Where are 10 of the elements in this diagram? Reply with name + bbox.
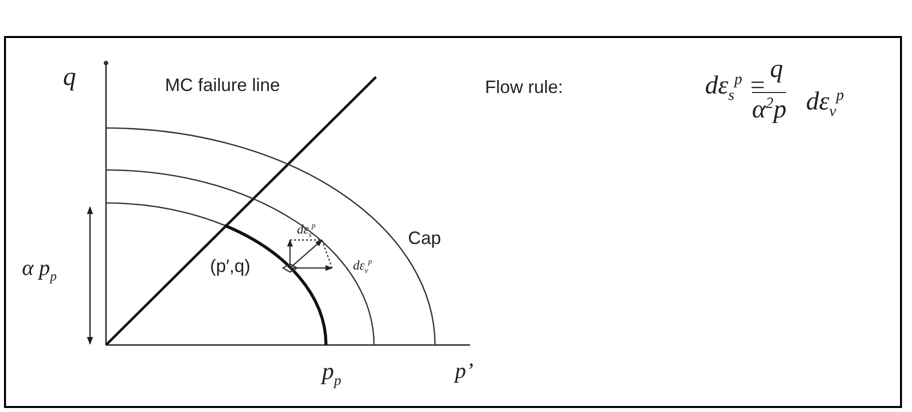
text-label: Flow rule: <box>485 78 564 96</box>
math-label: α$^{2}$p <box>752 92 786 123</box>
math-label: q <box>770 56 783 82</box>
text-label: MC failure line <box>165 76 280 94</box>
text-label: (p′,q) <box>210 257 250 275</box>
math-label: p$_{p}$ <box>322 360 342 388</box>
math-label: α p$_{p}$ <box>22 257 57 283</box>
text-label: Cap <box>408 229 442 247</box>
math-label: p’ <box>455 360 474 382</box>
math-label: q <box>63 64 76 90</box>
